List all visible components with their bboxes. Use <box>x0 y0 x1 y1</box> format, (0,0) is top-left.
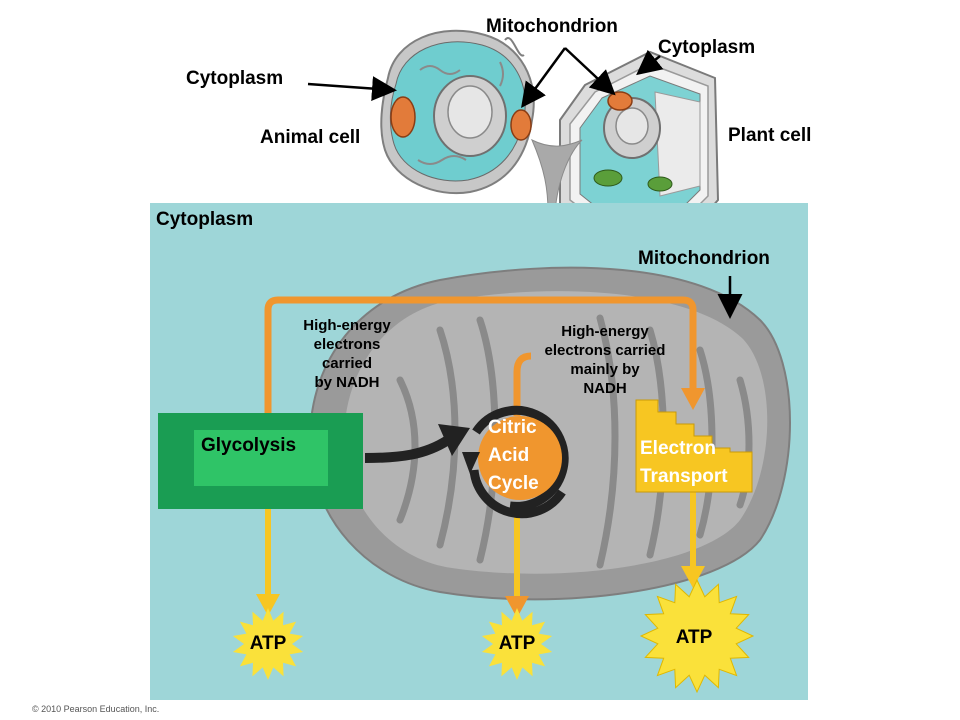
animal-cell-illustration <box>380 29 535 195</box>
cytoplasm-right-label: Cytoplasm <box>658 37 756 58</box>
nadh-right-line-4: NADH <box>583 380 627 397</box>
atp-middle-label: ATP <box>498 633 536 654</box>
electron-transport-label: Electron Transport <box>640 435 728 491</box>
citric-acid-cycle <box>462 405 569 519</box>
citric-acid-cycle-label: Citric Acid Cycle <box>488 414 539 498</box>
cytoplasm-panel-label: Cytoplasm <box>156 209 254 230</box>
top-label-arrows <box>307 47 664 109</box>
orange-arrowhead-middle <box>505 596 529 618</box>
nadh-right-caption: High-energy electrons carried mainly by … <box>510 322 700 398</box>
plant-cell-label: Plant cell <box>728 125 812 146</box>
nadh-left-caption: High-energy electrons carried by NADH <box>272 316 422 392</box>
atp-star-middle <box>481 608 553 680</box>
atp-right-label: ATP <box>675 627 713 648</box>
cytoplasm-left-label: Cytoplasm <box>186 68 284 89</box>
nadh-orange-paths <box>264 296 697 420</box>
yellow-arrowhead-left <box>256 594 280 616</box>
atp-yellow-paths <box>265 492 696 598</box>
nadh-left-line-1: High-energy <box>303 317 391 334</box>
citric-line-3: Cycle <box>488 473 539 494</box>
citric-line-1: Citric <box>488 417 537 438</box>
pyruvate-arrowhead <box>438 424 470 456</box>
citric-line-2: Acid <box>488 445 530 466</box>
pyruvate-arrow <box>364 435 451 463</box>
animal-cell-label: Animal cell <box>260 127 361 148</box>
nadh-left-line-3: carried <box>321 355 373 372</box>
electron-line-2: Transport <box>640 466 728 487</box>
nadh-left-line-2: electrons <box>313 336 381 353</box>
atp-star-right <box>639 578 755 694</box>
copyright-notice: © 2010 Pearson Education, Inc. <box>32 704 160 714</box>
orange-arrowhead-electron <box>681 388 705 410</box>
mitochondrion-panel-label: Mitochondrion <box>638 248 770 269</box>
nadh-right-line-2: electrons carried <box>544 342 666 359</box>
nadh-right-line-3: mainly by <box>570 361 640 378</box>
nadh-left-line-4: by NADH <box>314 374 380 391</box>
glycolysis-inner <box>194 430 328 486</box>
yellow-arrowhead-right <box>681 566 705 588</box>
electron-line-1: Electron <box>640 438 717 459</box>
mitochondrion-top-label: Mitochondrion <box>486 16 618 37</box>
electron-transport-stair <box>635 399 753 493</box>
atp-left-label: ATP <box>249 633 287 654</box>
atp-star-left <box>232 608 304 680</box>
glycolysis-label: Glycolysis <box>201 435 297 456</box>
nadh-right-line-1: High-energy <box>561 323 649 340</box>
